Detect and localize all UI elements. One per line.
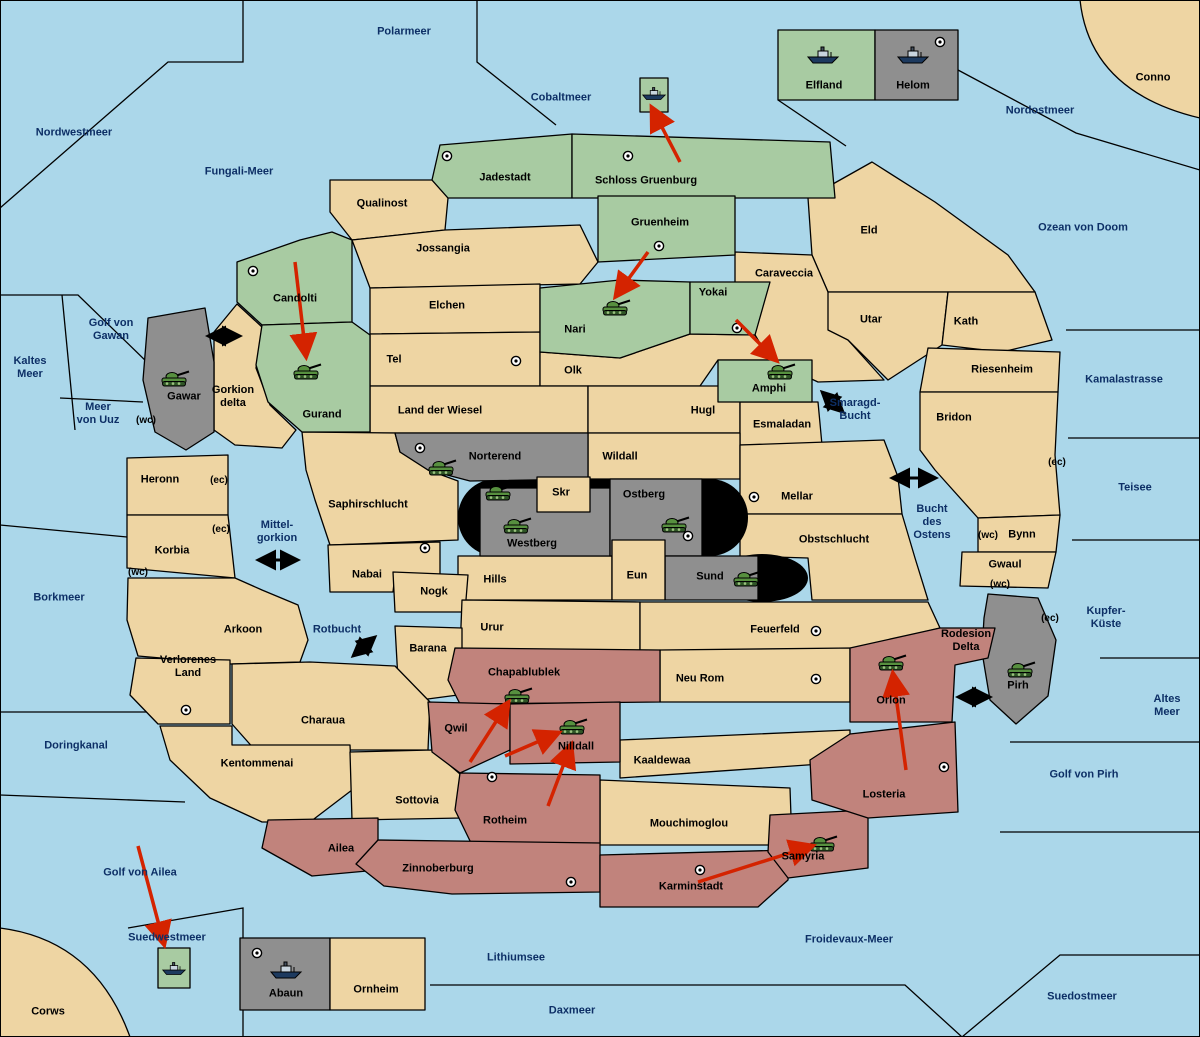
territory-kath[interactable] (941, 291, 1053, 353)
territory-jadestadt[interactable] (431, 133, 573, 199)
city-marker-rotheim (486, 771, 498, 783)
territory-wildall[interactable] (587, 432, 741, 480)
city-marker-losteria (938, 761, 950, 773)
attack-arrow-nari (612, 250, 650, 301)
city-marker-feuerfeld (810, 625, 822, 637)
territory-rotheim[interactable] (454, 772, 601, 846)
attack-arrow-samyria (697, 839, 818, 884)
green-territories (236, 133, 836, 433)
territory-gruenheim[interactable] (597, 195, 736, 263)
territory-land-der-wiesel[interactable] (369, 385, 589, 434)
legend-box-helom[interactable] (874, 29, 959, 101)
city-marker-gruenheim (653, 240, 665, 252)
sea-route-arrow-rotbucht (350, 635, 378, 658)
city-marker-karminstadt (694, 864, 706, 876)
territory-arkoon[interactable] (126, 577, 309, 665)
territory-mouchimoglou[interactable] (599, 779, 793, 846)
territory-hugl[interactable] (587, 385, 741, 434)
city-marker-norterend (414, 442, 426, 454)
city-marker-tel (510, 355, 522, 367)
territory-neu-rom[interactable] (659, 647, 851, 703)
territory-heronn[interactable] (126, 454, 229, 516)
city-marker-neu-rom (810, 673, 822, 685)
territory-nogk[interactable] (392, 571, 469, 613)
territory-candolti[interactable] (236, 231, 353, 326)
territory-elchen[interactable] (369, 283, 541, 335)
territory-schloss-gruenburg[interactable] (571, 133, 836, 199)
territory-skr[interactable] (536, 476, 591, 513)
territory-karminstadt[interactable] (599, 849, 791, 908)
territory-urur[interactable] (459, 599, 641, 653)
city-marker-nabai (419, 542, 431, 554)
attack-arrow-nilldall-west (504, 729, 563, 758)
territory-hills[interactable] (457, 555, 613, 601)
city-marker-helom (934, 36, 946, 48)
territory-verlorenes-land[interactable] (129, 657, 231, 725)
tan-territories (126, 161, 1061, 846)
city-marker-candolti (247, 265, 259, 277)
sea-route-arrow-smaragd (819, 389, 846, 415)
territory-kentommenai[interactable] (159, 725, 353, 823)
city-marker-mellar (748, 491, 760, 503)
territory-chapablublek[interactable] (447, 647, 661, 705)
attack-arrow-cobaltmeer (649, 103, 682, 163)
legend-box-ornheim[interactable] (329, 937, 426, 1011)
territory-esmaladan[interactable] (739, 401, 823, 446)
legend-boxes (157, 29, 959, 1011)
attack-arrow-gurand (289, 261, 318, 362)
city-marker-abaun (251, 947, 263, 959)
attack-arrow-suedwestmeer (136, 845, 172, 950)
attack-arrow-chapablublek (468, 698, 511, 763)
city-marker-zinnoberburg (565, 876, 577, 888)
attack-arrow-nilldall (546, 740, 577, 807)
territory-zinnoberburg[interactable] (355, 839, 601, 895)
attack-arrow-orlon (882, 668, 910, 771)
city-marker-verlorenes-land (180, 704, 192, 716)
attack-arrow-amphi (734, 318, 780, 364)
territory-mellar[interactable] (739, 439, 903, 515)
territory-losteria[interactable] (809, 721, 959, 819)
city-marker-jadestadt (441, 150, 453, 162)
territory-ailea[interactable] (261, 817, 379, 877)
territory-riesenheim[interactable] (919, 347, 1061, 393)
legend-box-elfland[interactable] (777, 29, 876, 101)
sea-route-arrows (205, 325, 993, 708)
attack-arrows (136, 103, 910, 950)
territory-korbia[interactable] (126, 514, 236, 579)
territory-charaua[interactable] (231, 661, 431, 751)
territory-bynn[interactable] (977, 514, 1061, 553)
territory-gwaul[interactable] (959, 551, 1057, 589)
territory-amphi[interactable] (717, 359, 813, 403)
city-marker-ostberg (682, 530, 694, 542)
city-marker-schloss-gruenburg (622, 150, 634, 162)
territory-corws[interactable] (0, 927, 131, 1037)
territory-eun[interactable] (611, 539, 666, 601)
territory-orlon[interactable] (849, 627, 996, 723)
